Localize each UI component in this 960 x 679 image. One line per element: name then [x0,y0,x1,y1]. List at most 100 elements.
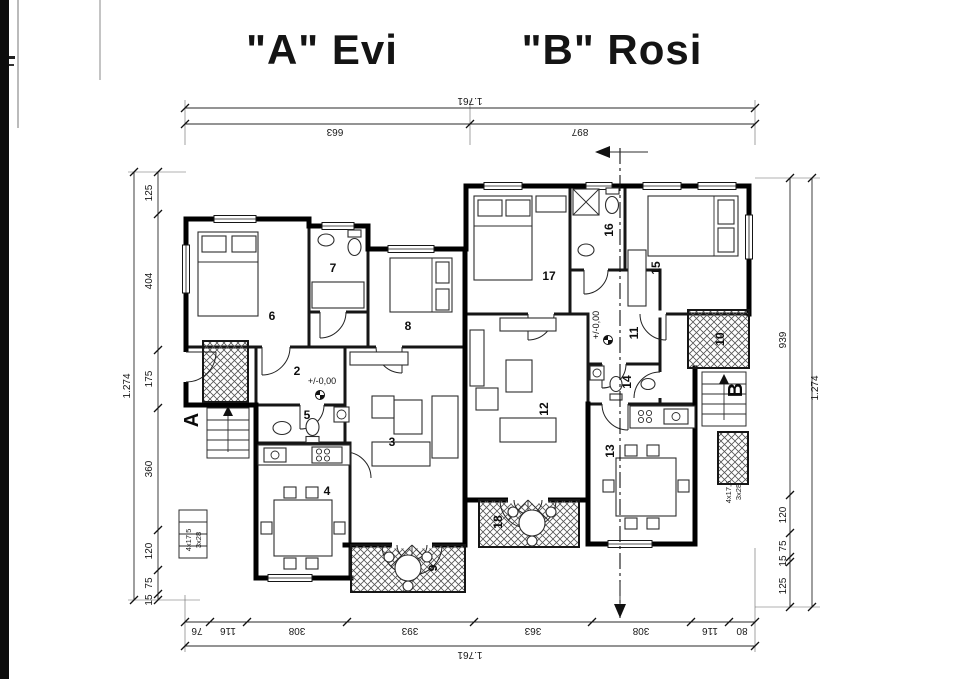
bath-fixtures [311,229,365,309]
level-mark-a: +/-0,00 [308,376,336,386]
room-number-15: 15 [649,261,663,275]
room-number-18: 18 [491,515,505,529]
room-number-14: 14 [620,375,634,389]
door-entry-a [182,351,217,383]
room-number-4: 4 [324,484,331,498]
door-entry-b [633,371,664,399]
dim-left-overall: 1.274 [122,373,133,398]
furniture [197,187,739,592]
stair-note-a-2: 3x28 [194,532,203,548]
windows [182,182,753,582]
dim-right-seg-3: 75 [778,540,789,552]
window [697,182,737,190]
dim-bottom-seg-8: 80 [736,625,748,636]
room-number-3: 3 [389,435,396,449]
dim-left-seg-7: 15 [144,594,155,606]
dim-bottom-seg-5: 363 [524,625,541,636]
bed [389,257,453,313]
dim-left-seg-1: 125 [144,184,155,201]
bath-fixtures [589,365,656,401]
dimension-chains: 1.761 663 897 76 116 308 393 363 308 116… [122,95,821,660]
window [642,182,682,190]
stair-note-a-1: 4x17,5 [184,529,193,552]
ramp-b-hatched [717,431,749,485]
bath-fixtures [572,187,620,257]
terrace-table [507,506,557,547]
section-line [595,146,648,618]
dim-top-segment-b: 897 [571,126,588,137]
bed [647,195,739,257]
level-symbol-a [315,390,325,400]
room-numbers: 6 7 8 2 5 3 4 9 17 16 15 11 10 12 14 13 … [269,223,727,571]
kitchen-counter [629,405,696,429]
room-number-9: 9 [426,564,440,571]
entry-stairs-b [701,371,747,427]
house-b-title: "B" Rosi [521,26,703,73]
stair-note-b-2: 3x28 [734,484,743,500]
dim-bottom-seg-4: 393 [401,625,418,636]
dim-bottom-seg-2: 116 [220,625,236,636]
room-number-8: 8 [405,319,412,333]
window [182,244,190,294]
plan-titles: "A" Evi "B" Rosi [0,26,960,82]
living-furniture [469,317,557,443]
section-letter-b: B [725,383,747,397]
door [261,343,291,376]
porch-a-hatched [202,340,249,403]
living-furniture [349,351,459,467]
room-number-7: 7 [330,261,337,275]
level-symbol-b [603,335,613,345]
dim-left-seg-3: 175 [144,370,155,387]
window [745,214,753,260]
room-number-12: 12 [537,402,551,416]
room-number-16: 16 [602,223,616,237]
room-number-6: 6 [269,309,276,323]
dim-right-seg-4: 15 [778,555,789,567]
dim-right-seg-1: 939 [778,331,789,348]
dim-top-segment-a: 663 [326,126,343,137]
section-arrow-top [595,146,610,158]
dining-table [260,486,346,570]
room-number-2: 2 [294,364,301,378]
wardrobe [627,249,647,307]
door [583,266,609,295]
dim-right-seg-5: 125 [778,577,789,594]
room-number-13: 13 [603,444,617,458]
scan-edge-artifacts [0,0,101,679]
dim-bottom-seg-3: 308 [288,625,305,636]
dim-top-overall: 1.761 [457,95,482,106]
dim-left-seg-6: 75 [144,577,155,589]
window [607,540,653,548]
bed [197,231,259,317]
dim-bottom-seg-6: 308 [632,625,649,636]
dim-left-seg-5: 120 [144,542,155,559]
room-number-5: 5 [304,408,311,422]
window [387,245,435,253]
window [483,182,523,190]
dim-right-seg-2: 120 [778,506,789,523]
terrace-table [383,551,433,592]
dim-bottom-seg-1: 76 [191,625,203,636]
window [267,574,313,582]
door [639,310,667,341]
wardrobe [535,195,567,213]
section-arrow-bottom [614,604,626,618]
door [319,308,347,339]
room-number-10: 10 [713,332,727,346]
room-number-11: 11 [627,326,641,339]
kitchen-counter [257,444,351,466]
dim-right-overall: 1.274 [810,375,821,400]
window [321,222,355,230]
dim-bottom-seg-7: 116 [702,625,718,636]
outer-stairs-a [178,509,208,559]
stair-note-b-1: 4x17,5 [724,481,733,504]
window [213,215,257,223]
bath-fixtures [272,406,350,444]
dim-bottom-overall: 1.761 [457,649,482,660]
section-letter-a: A [181,413,203,427]
dim-left-seg-4: 360 [144,460,155,477]
room-number-17: 17 [542,269,556,283]
dining-table [602,444,690,530]
dim-left-seg-2: 404 [144,272,155,289]
